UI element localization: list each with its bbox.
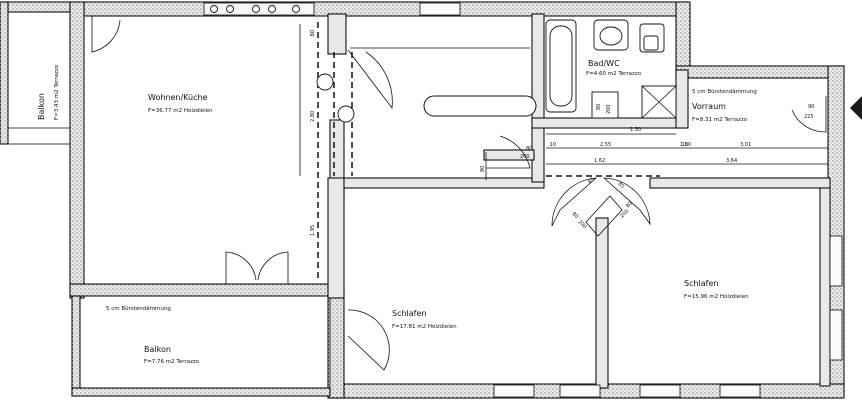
- dimension-labels: 1.30 2.55 .10 1.10 3.01 1.62 3.64 80 200…: [310, 30, 814, 236]
- dim-label: .80: [310, 30, 316, 38]
- dim-label: 90: [808, 104, 814, 110]
- dim-label: 200: [577, 219, 588, 230]
- dim-label: 85: [617, 181, 626, 190]
- room-name-bad: Bad/WC: [588, 59, 620, 68]
- room-labels: Balkon F=3.43 m2 Terrazzo Wohnen/Küche F…: [37, 59, 757, 365]
- dim-label: 200: [520, 154, 530, 160]
- inner-walls: [327, 13, 831, 389]
- note-vorraum: 5 cm Bürstendämmung: [692, 89, 757, 95]
- room-name-balkon-left: Balkon: [37, 93, 46, 120]
- dim-label: 80: [526, 146, 532, 152]
- dim-label: 2.80: [310, 111, 316, 122]
- room-area-bad: F=4.60 m2 Terrazzo: [586, 71, 642, 77]
- dim-label: 200: [619, 208, 630, 219]
- dim-label: 2.55: [600, 142, 611, 148]
- dimension-lines: [299, 24, 828, 180]
- dim-label: 80: [571, 211, 580, 220]
- windows: [203, 2, 843, 398]
- dim-label: 80: [596, 104, 602, 110]
- dim-label: 225: [804, 114, 814, 120]
- dim-label: .10: [680, 142, 688, 148]
- dim-label: 85: [587, 177, 596, 186]
- dim-label: 80: [625, 201, 634, 210]
- dim-label: 1.10: [680, 142, 691, 148]
- room-name-schlafen-mid: Schlafen: [392, 309, 426, 318]
- dim-label: 1.62: [594, 158, 605, 164]
- dim-label: 3.64: [726, 158, 737, 164]
- dim-label: 80: [480, 166, 486, 172]
- room-name-wohnen: Wohnen/Küche: [148, 93, 208, 102]
- room-area-schlafen-right: F=15.96 m2 Holzdielen: [684, 294, 749, 300]
- dim-label: 200: [606, 104, 612, 114]
- room-area-wohnen: F=36.77 m2 Holzdielen: [148, 108, 213, 114]
- room-area-vorraum: F=8.31 m2 Terrazzo: [692, 117, 748, 123]
- room-name-schlafen-right: Schlafen: [684, 279, 718, 288]
- doors: [8, 16, 827, 371]
- note-balkon: 5 cm Bürstendämmung: [106, 306, 171, 312]
- room-area-schlafen-mid: F=17.81 m2 Holzdielen: [392, 324, 457, 330]
- dim-label: 3.01: [740, 142, 751, 148]
- dim-label: 1.95: [310, 225, 316, 236]
- bath-fixtures: [316, 19, 677, 123]
- room-name-balkon-bottom: Balkon: [144, 345, 171, 354]
- room-area-balkon-left: F=3.43 m2 Terrazzo: [54, 64, 60, 120]
- room-area-balkon-bottom: F=7.76 m2 Terrazzo: [144, 359, 200, 365]
- dim-label: .10: [548, 142, 556, 148]
- dim-label: 1.30: [630, 127, 641, 133]
- room-name-vorraum: Vorraum: [692, 102, 726, 111]
